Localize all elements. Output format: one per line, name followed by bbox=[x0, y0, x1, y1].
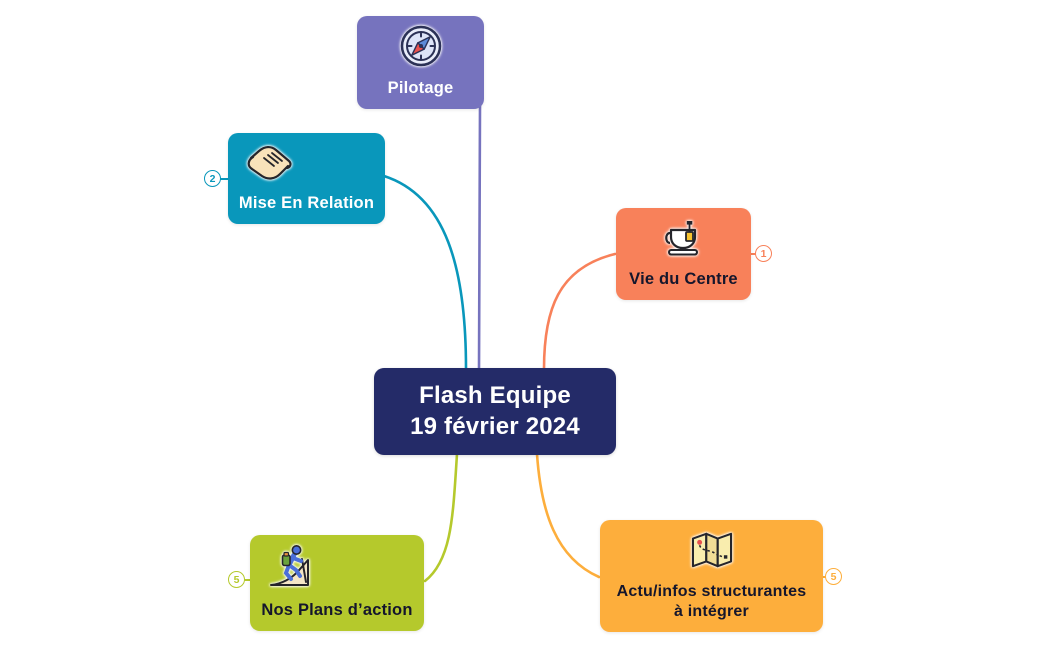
badge-nos-plans[interactable]: 5 bbox=[228, 571, 245, 588]
badge-actu-infos[interactable]: 5 bbox=[825, 568, 842, 585]
connector-vie-du-centre bbox=[542, 252, 617, 371]
central-node-flash-equipe[interactable]: Flash Equipe 19 février 2024 bbox=[374, 368, 616, 455]
central-title-line2: 19 février 2024 bbox=[410, 412, 580, 440]
connector-actu-infos bbox=[535, 452, 601, 579]
hiker-icon bbox=[266, 543, 314, 589]
map-icon bbox=[687, 530, 737, 570]
connector-mise-en-relation bbox=[382, 174, 468, 371]
node-label-pilotage: Pilotage bbox=[387, 79, 454, 98]
actu-label-line1: Actu/infos structurantes bbox=[616, 583, 807, 600]
central-title-line1: Flash Equipe bbox=[419, 381, 571, 409]
node-vie-du-centre[interactable]: Vie du Centre bbox=[616, 208, 751, 300]
connector-nos-plans bbox=[423, 452, 459, 583]
handshake-icon bbox=[244, 141, 296, 183]
node-label-nos-plans: Nos Plans d’action bbox=[261, 601, 413, 620]
node-pilotage[interactable]: Pilotage bbox=[357, 16, 484, 109]
node-label-vie-du-centre: Vie du Centre bbox=[629, 270, 738, 289]
connector-pilotage bbox=[477, 104, 482, 371]
teacup-icon bbox=[661, 216, 707, 260]
badge-mise-en-relation[interactable]: 2 bbox=[204, 170, 221, 187]
node-label-mise-en-relation: Mise En Relation bbox=[238, 194, 375, 213]
node-actu-infos[interactable]: Actu/infos structurantes à intégrer bbox=[600, 520, 823, 632]
node-label-actu-infos: Actu/infos structurantes à intégrer bbox=[606, 582, 817, 622]
badge-vie-du-centre[interactable]: 1 bbox=[755, 245, 772, 262]
node-mise-en-relation[interactable]: Mise En Relation bbox=[228, 133, 385, 224]
node-nos-plans-daction[interactable]: Nos Plans d’action bbox=[250, 535, 424, 631]
compass-icon bbox=[399, 24, 443, 68]
actu-label-line2: à intégrer bbox=[674, 603, 749, 620]
